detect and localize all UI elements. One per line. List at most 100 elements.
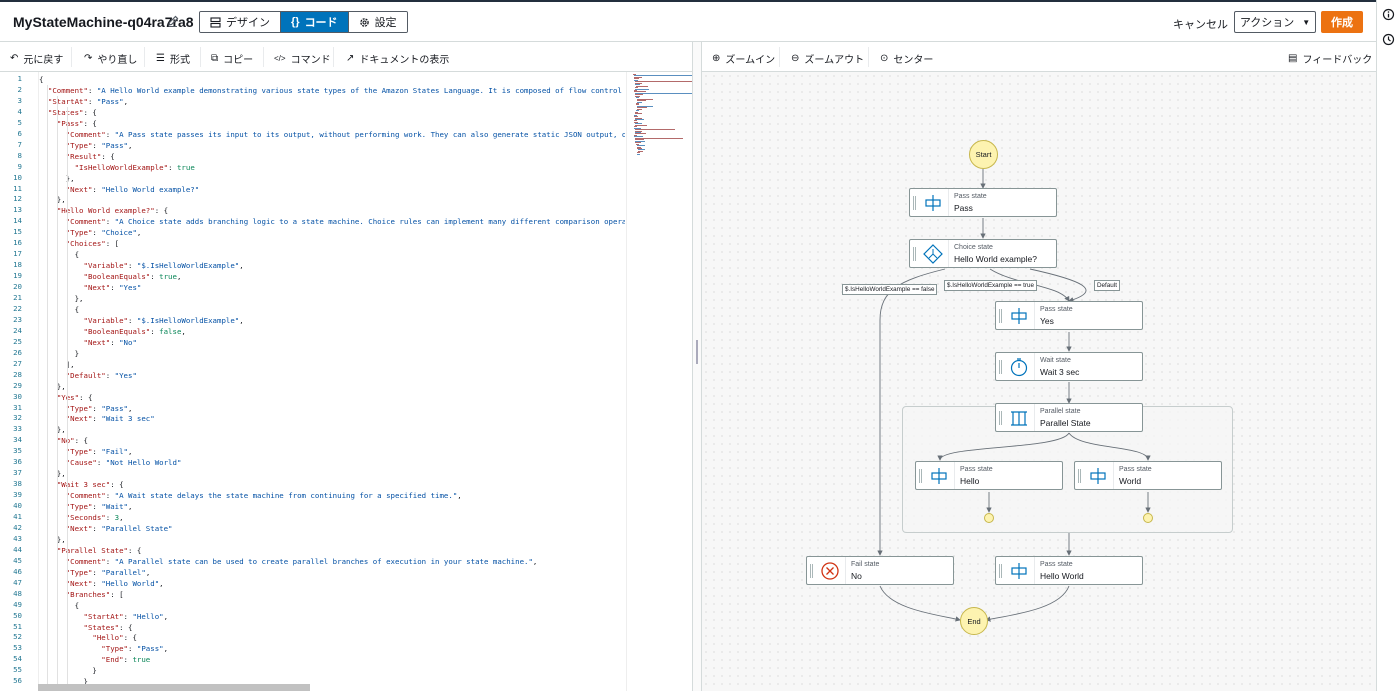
editor-toolbar: ↶元に戻す ↷やり直し ☰形式 ⧉コピー </>コマンド ↗ドキュメントの表示 [0, 42, 692, 72]
node-divider [1034, 557, 1035, 584]
drag-handle[interactable] [1078, 469, 1081, 483]
code-line: "IsHelloWorldExample": true [74, 162, 195, 172]
code-line: "States": { [47, 107, 97, 117]
node-name: Parallel State [1040, 418, 1091, 428]
minimap-line [635, 117, 642, 119]
line-number: 46 [13, 566, 22, 576]
code-line: "Next": "Wait 3 sec" [65, 414, 155, 424]
node-parallel[interactable]: Parallel state Parallel State [995, 403, 1143, 432]
code-line: "StartAt": "Pass", [47, 96, 129, 106]
line-number: 47 [13, 577, 22, 587]
line-number: 50 [13, 610, 22, 620]
node-name: Hello World [1040, 571, 1084, 581]
info-icon[interactable] [1382, 8, 1395, 21]
undo-button[interactable]: ↶元に戻す [10, 51, 63, 66]
create-button[interactable]: 作成 [1321, 11, 1363, 33]
feedback-button[interactable]: ▤フィードバック [1288, 51, 1372, 66]
line-number: 40 [13, 501, 22, 511]
branch-end-node [1143, 513, 1153, 523]
minimap-line [634, 121, 638, 123]
line-number: 49 [13, 599, 22, 609]
zoom-in-button[interactable]: ⊕ズームイン [712, 51, 775, 66]
right-utility-rail [1376, 0, 1400, 691]
line-number: 15 [13, 227, 22, 237]
graph-canvas[interactable] [702, 72, 1376, 691]
minimap-line [635, 124, 647, 126]
node-hello[interactable]: Pass state Hello [915, 461, 1063, 490]
code-line: "Next": "Hello World example?" [65, 184, 200, 194]
zoom-out-label: ズームアウト [804, 55, 865, 66]
node-pass[interactable]: Pass state Pass [909, 188, 1057, 217]
view-docs-link[interactable]: ↗ドキュメントの表示 [346, 51, 449, 66]
node-type: Pass state [1040, 306, 1073, 313]
line-number: 30 [13, 391, 22, 401]
drag-handle[interactable] [913, 196, 916, 210]
line-number: 35 [13, 446, 22, 456]
line-number: 4 [17, 106, 22, 116]
line-number: 45 [13, 555, 22, 565]
line-number: 8 [17, 150, 22, 160]
design-icon [210, 16, 221, 28]
start-node: Start [969, 140, 998, 169]
minimap-line [637, 152, 641, 154]
drag-handle[interactable] [999, 360, 1002, 374]
tab-settings[interactable]: 設定 [348, 12, 407, 32]
node-fail[interactable]: Fail state No [806, 556, 954, 585]
node-choice[interactable]: Choice state Hello World example? [909, 239, 1057, 268]
code-line: } [39, 677, 88, 687]
node-type: Choice state [954, 244, 993, 251]
tab-code[interactable]: {} コード [281, 12, 349, 32]
drag-handle[interactable] [810, 564, 813, 578]
line-number: 27 [13, 358, 22, 368]
code-line: "Type": "Pass", [101, 644, 169, 654]
drag-handle[interactable] [919, 469, 922, 483]
code-line: { [39, 304, 80, 314]
commands-button[interactable]: </>コマンド [274, 51, 331, 66]
drag-handle[interactable] [913, 247, 916, 261]
minimap-line [636, 153, 640, 155]
minimap-line [635, 110, 639, 112]
code-line: }, [39, 195, 66, 205]
tab-design[interactable]: デザイン [200, 12, 281, 32]
node-wait[interactable]: Wait state Wait 3 sec [995, 352, 1143, 381]
redo-button[interactable]: ↷やり直し [84, 51, 137, 66]
code-content[interactable]: { "Comment": "A Hello World example demo… [38, 72, 625, 691]
copy-button[interactable]: ⧉コピー [211, 51, 253, 66]
code-line: }, [39, 425, 66, 435]
pane-divider[interactable] [692, 42, 702, 691]
center-button[interactable]: ⊙センター [880, 51, 933, 66]
resize-handle[interactable] [696, 340, 698, 364]
code-line: }, [39, 294, 84, 303]
code-minimap[interactable] [626, 72, 693, 691]
code-line: "Next": "Yes" [83, 283, 142, 293]
horizontal-scrollbar[interactable] [38, 684, 310, 691]
node-yes[interactable]: Pass state Yes [995, 301, 1143, 330]
zoom-in-icon: ⊕ [712, 53, 721, 64]
indent-guide [47, 84, 48, 691]
edge-label-true: $.IsHelloWorldExample == true [944, 280, 1038, 291]
minimap-line [634, 114, 638, 116]
minimap-line [636, 145, 646, 147]
drag-handle[interactable] [999, 309, 1002, 323]
node-hello-world[interactable]: Pass state Hello World [995, 556, 1143, 585]
node-world[interactable]: Pass state World [1074, 461, 1222, 490]
pass-state-icon [1090, 468, 1106, 484]
fail-x-icon [821, 562, 839, 580]
toolbar-divider [200, 47, 201, 67]
line-number: 33 [13, 424, 22, 434]
code-line: "Hello World example?": { [56, 206, 169, 216]
line-number: 51 [13, 621, 22, 631]
drag-handle[interactable] [999, 411, 1002, 425]
stopwatch-icon [1010, 358, 1028, 377]
clock-icon[interactable] [1382, 33, 1395, 46]
cancel-button[interactable]: キャンセル [1173, 19, 1228, 31]
code-line: "BooleanEquals": false, [83, 326, 186, 336]
drag-handle[interactable] [999, 564, 1002, 578]
line-number: 17 [13, 249, 22, 259]
edit-name-icon[interactable] [166, 14, 180, 28]
actions-dropdown[interactable]: アクション ▼ [1234, 11, 1316, 33]
line-number: 18 [13, 260, 22, 270]
zoom-out-button[interactable]: ⊖ズームアウト [791, 51, 864, 66]
format-button[interactable]: ☰形式 [156, 51, 190, 66]
